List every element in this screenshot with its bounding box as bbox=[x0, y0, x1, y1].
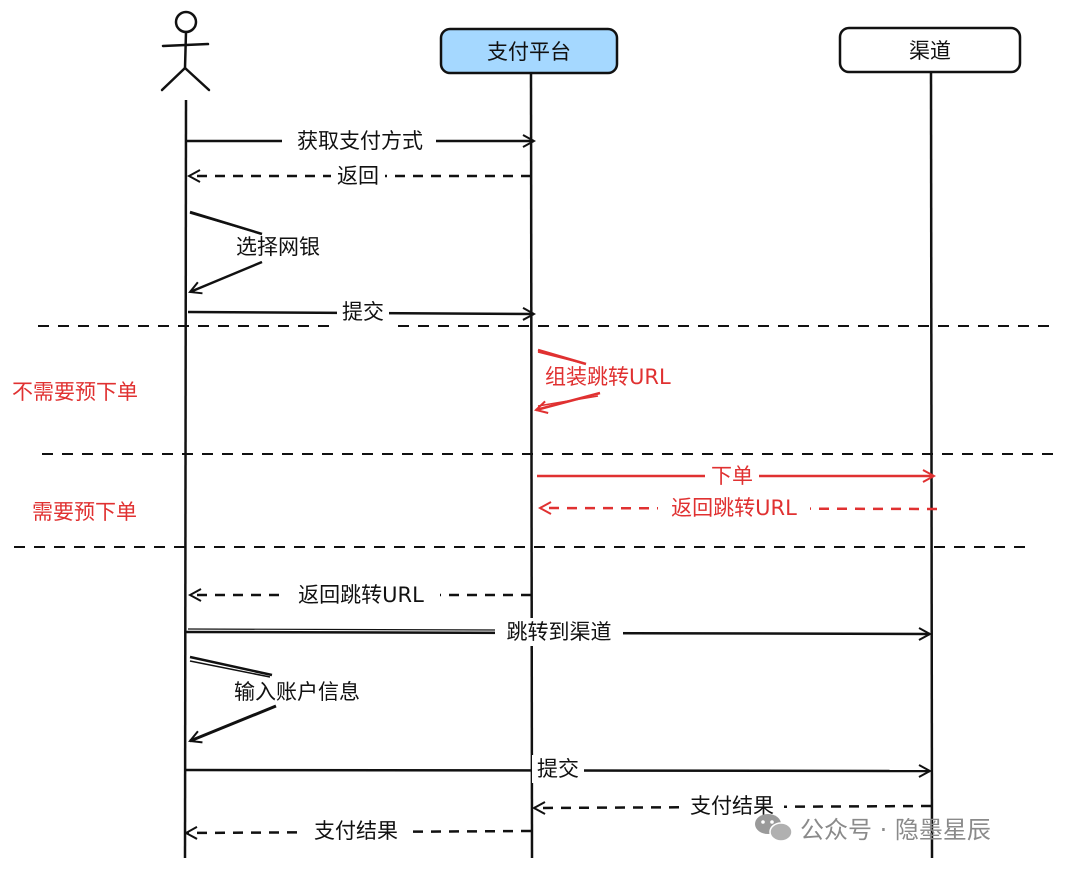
message-label: 输入账户信息 bbox=[234, 680, 360, 704]
participant-channel-box bbox=[838, 26, 1022, 74]
watermark-text: 公众号 · 隐墨星辰 bbox=[800, 816, 991, 844]
message-payment-result-to-user: 支付结果 bbox=[186, 817, 532, 845]
message-build-redirect-url: 组装跳转URL bbox=[536, 348, 671, 410]
message-label: 提交 bbox=[537, 757, 579, 781]
participant-platform: 支付平台 bbox=[439, 27, 619, 75]
channel-lifeline bbox=[929, 71, 934, 859]
platform-lifeline bbox=[529, 73, 534, 859]
message-return-redirect-url: 返回跳转URL bbox=[190, 580, 531, 608]
message-return-redirect-url-red: 返回跳转URL bbox=[540, 494, 938, 522]
message-payment-result-from-channel: 支付结果 bbox=[534, 792, 932, 820]
message-enter-account-info: 输入账户信息 bbox=[190, 655, 360, 741]
message-label: 下单 bbox=[711, 464, 753, 488]
watermark: 公众号 · 隐墨星辰 bbox=[755, 814, 991, 844]
user-lifeline bbox=[183, 99, 188, 859]
message-label: 返回跳转URL bbox=[671, 496, 797, 520]
wechat-icon bbox=[755, 814, 793, 842]
message-select-netbank: 选择网银 bbox=[190, 210, 320, 292]
message-return: 返回 bbox=[189, 162, 531, 190]
message-get-payment-methods: 获取支付方式 bbox=[186, 126, 534, 154]
message-label: 支付结果 bbox=[314, 819, 398, 843]
participant-channel: 渠道 bbox=[838, 26, 1022, 74]
message-label: 提交 bbox=[342, 300, 384, 324]
message-label: 返回 bbox=[337, 164, 379, 188]
message-label: 组装跳转URL bbox=[545, 365, 671, 389]
message-label: 返回跳转URL bbox=[298, 583, 424, 607]
section-label-preorder: 需要预下单 bbox=[32, 500, 137, 524]
participant-platform-label: 支付平台 bbox=[487, 40, 571, 64]
message-redirect-to-channel: 跳转到渠道 bbox=[185, 618, 930, 646]
message-label: 获取支付方式 bbox=[297, 129, 423, 153]
message-submit-to-channel: 提交 bbox=[185, 755, 930, 783]
participant-channel-label: 渠道 bbox=[909, 39, 951, 63]
message-label: 跳转到渠道 bbox=[507, 620, 612, 644]
user-actor-icon bbox=[160, 10, 211, 92]
message-submit-to-platform: 提交 bbox=[187, 299, 534, 327]
message-place-order: 下单 bbox=[537, 461, 934, 489]
message-label: 支付结果 bbox=[690, 794, 774, 818]
section-label-no-preorder: 不需要预下单 bbox=[12, 380, 138, 404]
participant-platform-box bbox=[439, 27, 619, 75]
message-label: 选择网银 bbox=[236, 235, 320, 259]
